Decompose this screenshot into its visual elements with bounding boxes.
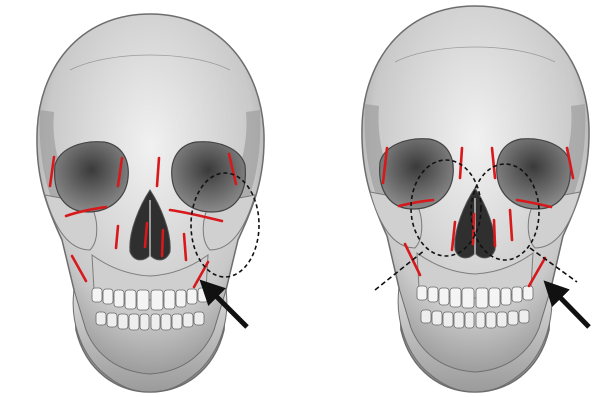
left-panel <box>37 14 264 392</box>
right-panel <box>362 6 589 392</box>
right-skull-illustration <box>362 6 589 392</box>
left-skull-illustration <box>37 14 264 392</box>
right-orbit-r <box>497 139 571 209</box>
left-orbit-l <box>55 142 129 212</box>
right-arrow <box>547 284 589 327</box>
right-fracture-line <box>494 220 495 246</box>
left-fracture-line <box>162 230 163 256</box>
right-orbit-l <box>380 139 454 209</box>
